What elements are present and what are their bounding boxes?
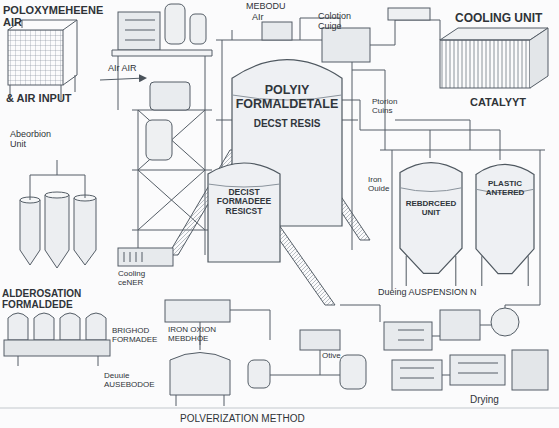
drive-unit	[300, 330, 340, 350]
right-frame	[380, 120, 545, 290]
ground-line	[0, 408, 559, 409]
cooling-side	[530, 28, 548, 88]
pipe-header	[388, 8, 430, 20]
tank-label: REBDRCEED UNIT	[403, 200, 459, 218]
tank-label: POLYIY FORMALDETALE	[235, 84, 339, 112]
column-unit	[322, 28, 370, 62]
pipe	[270, 350, 340, 375]
dryer-machine	[512, 350, 548, 390]
tank-vessel: PLASTIC ANTERED	[476, 162, 534, 286]
suspension-tank	[170, 353, 230, 396]
plant-label: Deuuie AUSEBODOE	[104, 372, 164, 390]
reactor-vessel	[8, 313, 106, 340]
plant-label: ALDEROSATION FORMALDEDE	[2, 288, 112, 310]
tank-label: DECST RESIS	[235, 118, 339, 129]
dryer-machine	[384, 322, 432, 350]
plant-label: BRIGHOD FORMADEE	[112, 327, 172, 345]
cube-frame	[8, 20, 77, 85]
vessel-base	[4, 340, 110, 356]
plant-label: AIr	[252, 13, 264, 23]
plant-label: Colotion Cuige	[318, 12, 370, 32]
plant-label: IRON OXION MEBDHOE	[168, 326, 238, 344]
tank-body	[476, 164, 534, 273]
dryer-machine	[440, 310, 480, 340]
cooling-unit	[440, 40, 530, 88]
tank-body	[400, 163, 462, 274]
plant-label: Ptorion Cuins	[372, 98, 420, 116]
plant-label: Drying	[470, 394, 499, 405]
air-arrow	[100, 78, 145, 80]
top-machine	[262, 22, 292, 40]
tank-vessel: DECIST FORMADEEE RESICST	[208, 162, 280, 262]
machine-detail	[398, 325, 498, 378]
plant-label: MEBODU	[246, 2, 286, 12]
tank-outline	[400, 160, 462, 286]
plant-label: POLVERIZATION METHOD	[180, 413, 305, 424]
tank-seam	[400, 188, 462, 192]
legs	[176, 335, 224, 406]
plant-label: Iron Ouide	[368, 176, 398, 194]
small-column	[165, 4, 185, 44]
control-panel	[165, 300, 230, 322]
pipe	[30, 160, 85, 200]
plant-label: POLOXYMEHEENE AIR	[3, 4, 103, 28]
cooling-center	[118, 248, 173, 266]
tank-vessel: REBDRCEED UNIT	[400, 160, 462, 286]
small-vessel	[248, 360, 270, 388]
small-column	[190, 14, 206, 44]
plant-label: & AIR INPUT	[6, 92, 72, 104]
tank-legs	[406, 256, 456, 286]
silo-top	[45, 192, 69, 198]
tank-body	[208, 163, 280, 262]
plant-label: Abeorbion Unit	[10, 130, 65, 150]
plant-label: Dueing AUSPENSION N	[378, 288, 488, 298]
dryer-machine	[450, 355, 505, 385]
tank-label: DECIST FORMADEEE RESICST	[211, 188, 277, 216]
tank-legs	[482, 256, 528, 286]
vents	[124, 252, 142, 262]
equipment-box	[118, 12, 160, 50]
tower-vessel	[150, 82, 190, 110]
tank-label: PLASTIC ANTERED	[479, 180, 531, 198]
small-vessel	[340, 355, 366, 389]
legs	[18, 356, 98, 366]
tower-vessel	[146, 120, 172, 160]
plant-label: AIr AIR	[108, 64, 137, 74]
mesh-cube	[8, 30, 63, 85]
steel-tower	[132, 110, 212, 255]
plant-label: CATALYYT	[470, 96, 526, 108]
silo	[20, 195, 96, 268]
pump	[491, 308, 519, 336]
plant-label: Cooling ceNER	[118, 270, 168, 288]
dryer-machine	[392, 360, 442, 390]
plant-label: Otive	[322, 352, 341, 361]
plant-label: COOLING UNIT	[455, 12, 542, 25]
tank-seam	[208, 184, 280, 187]
